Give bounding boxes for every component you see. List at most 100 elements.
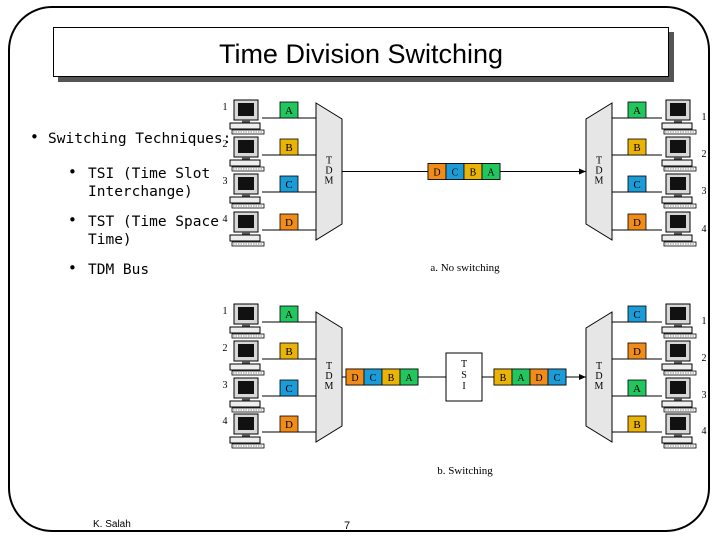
tsi-label: I [462, 381, 465, 392]
bullet-dot: • [68, 163, 77, 181]
slot-label: A [285, 105, 293, 117]
slot-label: A [517, 373, 525, 384]
input-slot [279, 138, 299, 156]
output-number: 1 [702, 316, 707, 327]
input-number: 2 [223, 343, 228, 354]
caption-switching: b. Switching [437, 465, 493, 477]
output-slot [627, 138, 647, 156]
tdm-label-right: D [595, 371, 602, 382]
monitor-screen [238, 307, 254, 320]
computer-icon [229, 377, 265, 413]
monitor-stand [242, 120, 250, 123]
frame-slot [481, 163, 501, 180]
computer-icon [661, 99, 697, 135]
bullet-dot: • [68, 211, 77, 229]
tdm-label-left: M [325, 381, 334, 392]
bullet-text: TDM Bus [88, 262, 150, 278]
slot-label: D [433, 168, 440, 179]
title-box: Time Division Switching [53, 27, 669, 77]
output-number: 4 [702, 224, 707, 235]
slot-label: B [500, 373, 507, 384]
slot-label: A [487, 168, 495, 179]
cpu-case [229, 326, 261, 334]
output-slot [627, 213, 647, 231]
tsi-box [445, 352, 483, 402]
computer-icon [229, 173, 265, 209]
monitor-screen [238, 417, 254, 430]
cpu-case [661, 122, 693, 130]
bullet-text-line: Interchange) [88, 184, 193, 200]
monitor-screen [670, 307, 686, 320]
input-number: 4 [223, 214, 228, 225]
output-number: 2 [702, 149, 707, 160]
output-slot [627, 415, 647, 433]
computer-icon [229, 99, 265, 135]
monitor-screen [238, 140, 254, 153]
tdm-label-left: D [325, 166, 332, 177]
monitor-stand [674, 120, 682, 123]
output-slot [627, 379, 647, 397]
bullet-dot: • [30, 128, 39, 146]
cpu-case [229, 363, 261, 371]
slot-label: C [452, 168, 459, 179]
monitor-stand [242, 434, 250, 437]
monitor-screen [238, 381, 254, 394]
slot-label: A [285, 309, 293, 321]
link-arrow-head [579, 168, 586, 175]
cpu-case [661, 326, 693, 334]
monitor-screen [670, 215, 686, 228]
monitor-screen [670, 381, 686, 394]
slot-label: D [285, 217, 293, 229]
input-number: 1 [223, 102, 228, 113]
monitor-screen [670, 140, 686, 153]
monitor-stand [674, 194, 682, 197]
monitor-screen [238, 103, 254, 116]
monitor-stand [674, 232, 682, 235]
slot-label: B [285, 346, 292, 358]
monitor-screen [670, 417, 686, 430]
cpu-case [661, 400, 693, 408]
computer-icon [661, 303, 697, 339]
tdm-mux-left [315, 102, 343, 241]
input-slot [279, 379, 299, 397]
input-number: 3 [223, 380, 228, 391]
input-slot [279, 101, 299, 119]
slot-label: A [633, 105, 641, 117]
tdm-demux-right [585, 311, 613, 443]
computer-icon [229, 136, 265, 172]
monitor-stand [674, 324, 682, 327]
computer-icon [229, 211, 265, 247]
tdm-label-right: T [596, 361, 602, 372]
bullet-text-line: TST (Time Space [88, 214, 219, 230]
bullet-dot: • [68, 259, 77, 277]
computer-icon [661, 211, 697, 247]
cpu-case [229, 234, 261, 242]
tdm-label-right: T [596, 156, 602, 167]
slot-label: D [285, 419, 293, 431]
output-slot [627, 305, 647, 323]
link-arrow-head [579, 374, 586, 380]
bullet-text-line: TSI (Time Slot [88, 166, 211, 182]
computer-icon [661, 173, 697, 209]
input-slot [279, 175, 299, 193]
output-number: 1 [702, 112, 707, 123]
slide-title: Time Division Switching [218, 39, 504, 69]
input-slot [279, 415, 299, 433]
slot-label: A [405, 373, 413, 384]
cpu-case [661, 234, 693, 242]
monitor-screen [670, 177, 686, 190]
input-number: 3 [223, 176, 228, 187]
monitor-stand [674, 361, 682, 364]
input-number: 4 [223, 416, 228, 427]
computer-icon [661, 340, 697, 376]
bullet-text: Switching Techniques: [48, 131, 232, 147]
monitor-stand [674, 434, 682, 437]
tdm-label-left: M [325, 176, 334, 187]
monitor-stand [674, 398, 682, 401]
slot-label: C [370, 373, 377, 384]
tdm-label-right: M [595, 381, 604, 392]
output-slot [627, 101, 647, 119]
input-number: 2 [223, 139, 228, 150]
computer-icon [661, 413, 697, 449]
slot-label: B [285, 142, 292, 154]
